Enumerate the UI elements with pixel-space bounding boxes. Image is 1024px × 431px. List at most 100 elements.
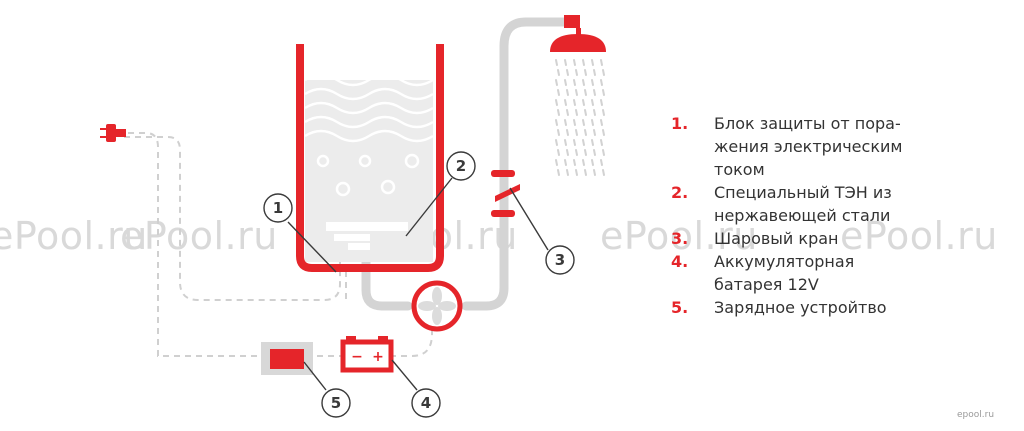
legend-number: 5. [671, 298, 689, 317]
callout-4: 4 [411, 388, 441, 418]
water-drop [582, 99, 585, 106]
water-drop [584, 109, 587, 116]
legend-number: 3. [671, 229, 689, 248]
water-drop [593, 89, 596, 96]
water-drop [566, 89, 569, 96]
water-drop [573, 119, 576, 126]
callout-3: 3 [545, 245, 575, 275]
callout-2: 2 [446, 151, 476, 181]
water-drop [602, 89, 605, 96]
water-drop [557, 169, 560, 176]
water-drop [591, 119, 594, 126]
water-drop [593, 149, 596, 156]
legend-item: 3. Шаровый кран [671, 227, 921, 250]
water-drop [573, 139, 576, 146]
water-drop [566, 69, 569, 76]
water-drop [575, 149, 578, 156]
water-drop [564, 159, 567, 166]
water-drop [582, 59, 585, 66]
callout-number: 2 [456, 157, 466, 175]
water-drop [600, 99, 603, 106]
water-drop [555, 139, 558, 146]
water-drop [591, 59, 594, 66]
water-drop [564, 119, 567, 126]
legend-number: 2. [671, 183, 689, 202]
water-drop [555, 119, 558, 126]
callout-number: 1 [273, 199, 283, 217]
water-drop [573, 79, 576, 86]
legend: 1. Блок защиты от пора-жения электрическ… [671, 112, 921, 319]
water-drop [573, 99, 576, 106]
callout-number: 3 [555, 251, 565, 269]
water-drop [600, 59, 603, 66]
water-drop [584, 69, 587, 76]
pump-icon [411, 280, 463, 332]
water-drop [602, 129, 605, 136]
water-drop [582, 119, 585, 126]
water-drop [591, 159, 594, 166]
water-drop [566, 169, 569, 176]
bubbles [316, 153, 420, 197]
water-drop [584, 169, 587, 176]
water-drop [584, 129, 587, 136]
legend-item: 5. Зарядное устройтво [671, 296, 921, 319]
water-drop [555, 79, 558, 86]
water-drop [593, 129, 596, 136]
water-drop [602, 69, 605, 76]
legend-item: 1. Блок защиты от пора-жения электрическ… [671, 112, 921, 181]
water-drop [593, 169, 596, 176]
water-drop [557, 69, 560, 76]
water-drop [575, 89, 578, 96]
legend-text: Аккумуляторная батарея 12V [714, 252, 855, 294]
water-drop [602, 169, 605, 176]
water-drop [600, 119, 603, 126]
water-drop [591, 99, 594, 106]
water-drop [566, 129, 569, 136]
watermark: ePool.ru [600, 214, 758, 258]
water-drop [564, 139, 567, 146]
battery-plus: + [372, 349, 384, 365]
water-drop [555, 99, 558, 106]
callout-number: 4 [421, 394, 431, 412]
watermark: ePool.ru [120, 214, 278, 258]
water-drop [575, 129, 578, 136]
callout-1: 1 [263, 193, 293, 223]
ball-valve-icon [491, 170, 520, 217]
water-drop [557, 149, 560, 156]
water-drop [584, 149, 587, 156]
battery-icon: − + [340, 336, 394, 373]
legend-text: Шаровый кран [714, 229, 839, 248]
watermark: ePool.ru [840, 214, 998, 258]
legend-text: Зарядное устройтво [714, 298, 887, 317]
legend-item: 4. Аккумуляторная батарея 12V [671, 250, 921, 296]
battery-minus: − [351, 349, 363, 365]
water-drop [575, 69, 578, 76]
water-drop [600, 139, 603, 146]
water-drop [564, 79, 567, 86]
water-drop [557, 109, 560, 116]
legend-number: 4. [671, 252, 689, 271]
water-drop [557, 129, 560, 136]
legend-text: Блок защиты от пора-жения электрическим … [714, 114, 903, 179]
watermark: ePool.ru [0, 214, 148, 258]
water-drop [593, 69, 596, 76]
water-tank [296, 44, 444, 272]
water-drop [555, 59, 558, 66]
water-drop [584, 89, 587, 96]
water-drop [600, 79, 603, 86]
water-drop [582, 139, 585, 146]
water-drop [600, 159, 603, 166]
water-drop [575, 109, 578, 116]
water-drop [555, 159, 558, 166]
water-drop [564, 99, 567, 106]
legend-item: 2. Специальный ТЭН из нержавеющей стали [671, 181, 921, 227]
callout-5: 5 [321, 388, 351, 418]
water-drop [575, 169, 578, 176]
heating-element [326, 222, 408, 250]
water-drop [602, 149, 605, 156]
callout-leaders [287, 177, 549, 391]
water-drop [602, 109, 605, 116]
legend-text: Специальный ТЭН из нержавеющей стали [714, 183, 892, 225]
water-drop [573, 59, 576, 66]
